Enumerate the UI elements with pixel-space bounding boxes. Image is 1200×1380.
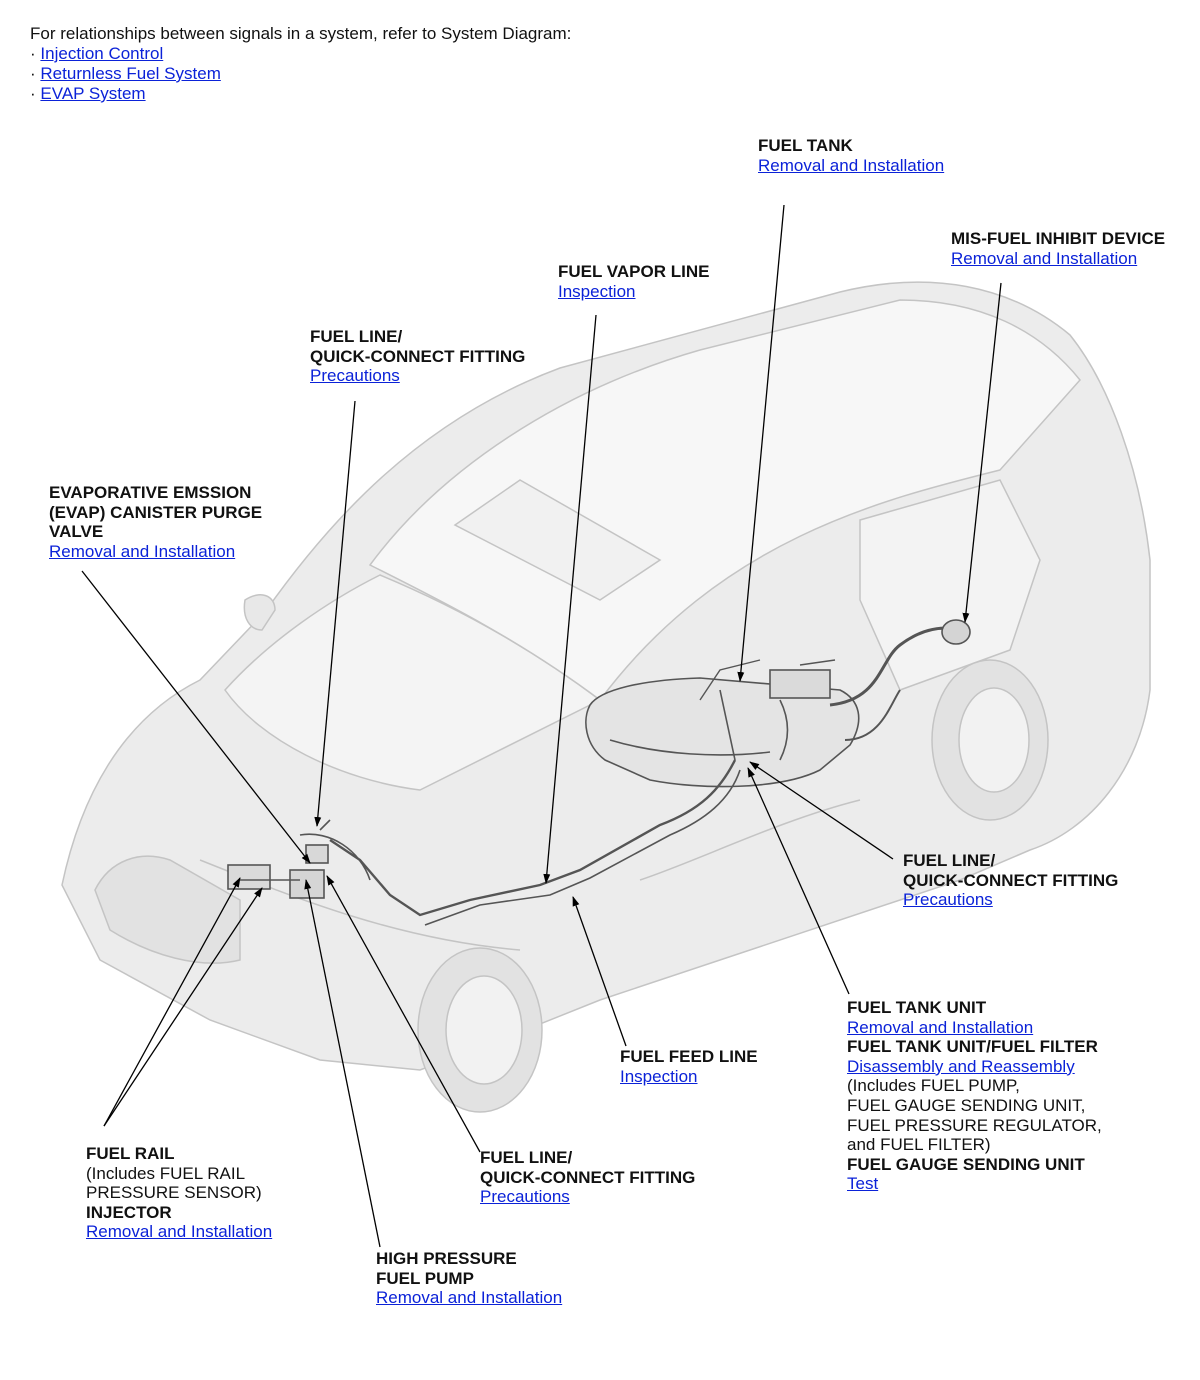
- callout-note: (Includes FUEL PUMP,: [847, 1076, 1020, 1096]
- intro-link-row-injection: · Injection Control: [30, 44, 571, 64]
- link-evap-valve-removal[interactable]: Removal and Installation: [49, 541, 236, 561]
- intro-text: For relationships between signals in a s…: [30, 24, 572, 43]
- fuel-rail-component: [227, 864, 271, 890]
- link-fuel-rail-removal[interactable]: Removal and Installation: [86, 1222, 273, 1242]
- callout-fuel-rail-injector: FUEL RAIL (Includes FUEL RAIL PRESSURE S…: [86, 1144, 272, 1242]
- callout-heading: FUEL LINE/: [480, 1148, 573, 1167]
- callout-heading: FUEL RAIL: [86, 1144, 175, 1163]
- leader-mis-fuel: [962, 282, 1002, 623]
- callout-qc-fitting-right: FUEL LINE/ QUICK-CONNECT FITTING Precaut…: [903, 851, 1118, 910]
- callout-note: (Includes FUEL RAIL: [86, 1163, 246, 1183]
- link-tank-unit-removal[interactable]: Removal and Installation: [847, 1017, 1034, 1037]
- vehicle-front-wheel-rim: [445, 975, 523, 1085]
- callout-note: FUEL GAUGE SENDING UNIT,: [847, 1095, 1086, 1115]
- vapor-line: [699, 659, 836, 701]
- callout-note: and FUEL FILTER): [847, 1135, 991, 1155]
- filler-pipe-lower: [844, 689, 901, 741]
- callout-heading: FUEL LINE/: [903, 851, 996, 870]
- fuel-lines-secondary: [424, 769, 741, 926]
- link-tank-unit-disassembly[interactable]: Disassembly and Reassembly: [847, 1056, 1075, 1076]
- callout-heading: VALVE: [49, 522, 104, 542]
- callout-high-pressure-pump: HIGH PRESSURE FUEL PUMP Removal and Inst…: [376, 1249, 562, 1308]
- leader-qc-right: [749, 761, 894, 860]
- leader-evap-valve: [81, 570, 311, 864]
- intro-link-row-returnless: · Returnless Fuel System: [30, 64, 571, 84]
- callout-heading: FUEL LINE/: [310, 327, 403, 346]
- bullet: ·: [30, 44, 36, 63]
- link-gauge-sending-test[interactable]: Test: [847, 1174, 879, 1194]
- callout-heading: FUEL TANK UNIT: [847, 998, 987, 1017]
- leader-fuel-rail-a: [103, 877, 241, 1127]
- link-vapor-line-inspection[interactable]: Inspection: [558, 281, 636, 301]
- leader-lines: [81, 204, 1002, 1248]
- fuel-lines-to-engine: [329, 759, 737, 917]
- vehicle-front-grille: [94, 855, 241, 964]
- vehicle-rear-wheel-rim: [958, 687, 1030, 793]
- callout-heading: FUEL TANK: [758, 136, 853, 155]
- leader-hp-pump: [304, 879, 381, 1248]
- link-feed-line-inspection[interactable]: Inspection: [620, 1066, 698, 1086]
- vehicle-roof: [368, 299, 1081, 702]
- leader-qc-bottom: [326, 875, 481, 1153]
- callout-heading: HIGH PRESSURE: [376, 1249, 517, 1268]
- fuel-tank-detail: [609, 689, 789, 761]
- intro-link-row-evap: · EVAP System: [30, 84, 571, 104]
- callout-heading: QUICK-CONNECT FITTING: [480, 1167, 696, 1187]
- engine-harness: [240, 819, 371, 881]
- vehicle-mirror: [243, 594, 276, 631]
- leader-fuel-tank: [737, 204, 785, 682]
- callout-heading: (EVAP) CANISTER PURGE: [49, 502, 263, 522]
- callout-heading: FUEL GAUGE SENDING UNIT: [847, 1154, 1085, 1174]
- callout-fuel-tank: FUEL TANK Removal and Installation: [758, 136, 944, 175]
- callout-fuel-vapor-line: FUEL VAPOR LINE Inspection: [558, 262, 709, 301]
- callout-note: FUEL PRESSURE REGULATOR,: [847, 1115, 1102, 1135]
- link-qc-right-precautions[interactable]: Precautions: [903, 890, 993, 910]
- callout-fuel-tank-unit: FUEL TANK UNIT Removal and Installation …: [847, 998, 1102, 1194]
- callout-heading: EVAPORATIVE EMSSION: [49, 483, 252, 502]
- evap-canister: [769, 669, 831, 699]
- vehicle-side-window: [859, 479, 1041, 691]
- link-qc-bottom-precautions[interactable]: Precautions: [480, 1187, 570, 1207]
- callout-heading: FUEL FEED LINE: [620, 1047, 758, 1066]
- filler-neck: [941, 619, 971, 645]
- leader-vapor-line: [543, 314, 597, 884]
- vehicle-sunroof: [453, 479, 662, 601]
- leader-feed-line: [572, 896, 627, 1047]
- callout-heading: FUEL PUMP: [376, 1268, 474, 1288]
- link-qc-top-precautions[interactable]: Precautions: [310, 366, 400, 386]
- link-fuel-tank-removal[interactable]: Removal and Installation: [758, 155, 945, 175]
- link-returnless-fuel-system[interactable]: Returnless Fuel System: [40, 64, 221, 83]
- filler-pipe: [829, 626, 961, 707]
- bullet: ·: [30, 64, 36, 83]
- callout-qc-fitting-bottom: FUEL LINE/ QUICK-CONNECT FITTING Precaut…: [480, 1148, 695, 1207]
- callout-note: PRESSURE SENSOR): [86, 1183, 262, 1203]
- vehicle-illustration: [61, 281, 1151, 1113]
- fuel-tank-outline: [585, 677, 860, 788]
- callout-heading: FUEL TANK UNIT/FUEL FILTER: [847, 1037, 1098, 1057]
- leader-qc-top: [314, 400, 356, 827]
- link-injection-control[interactable]: Injection Control: [40, 44, 164, 63]
- callout-evap-purge-valve: EVAPORATIVE EMSSION (EVAP) CANISTER PURG…: [49, 483, 262, 561]
- callout-heading: QUICK-CONNECT FITTING: [903, 870, 1119, 890]
- callout-heading: QUICK-CONNECT FITTING: [310, 346, 526, 366]
- link-evap-system[interactable]: EVAP System: [40, 84, 146, 103]
- callout-qc-fitting-top: FUEL LINE/ QUICK-CONNECT FITTING Precaut…: [310, 327, 525, 386]
- leader-tank-unit: [747, 767, 850, 995]
- callout-heading: FUEL VAPOR LINE: [558, 262, 710, 281]
- callout-heading: INJECTOR: [86, 1202, 172, 1222]
- bullet: ·: [30, 84, 36, 103]
- system-diagram-intro: For relationships between signals in a s…: [30, 24, 571, 104]
- callout-fuel-feed-line: FUEL FEED LINE Inspection: [620, 1047, 758, 1086]
- callout-mis-fuel-inhibit: MIS-FUEL INHIBIT DEVICE Removal and Inst…: [951, 229, 1165, 268]
- evap-valve-component: [305, 844, 329, 864]
- link-hp-pump-removal[interactable]: Removal and Installation: [376, 1288, 563, 1308]
- leader-fuel-rail-b: [103, 887, 263, 1127]
- callout-heading: MIS-FUEL INHIBIT DEVICE: [951, 229, 1166, 248]
- link-mis-fuel-removal[interactable]: Removal and Installation: [951, 248, 1138, 268]
